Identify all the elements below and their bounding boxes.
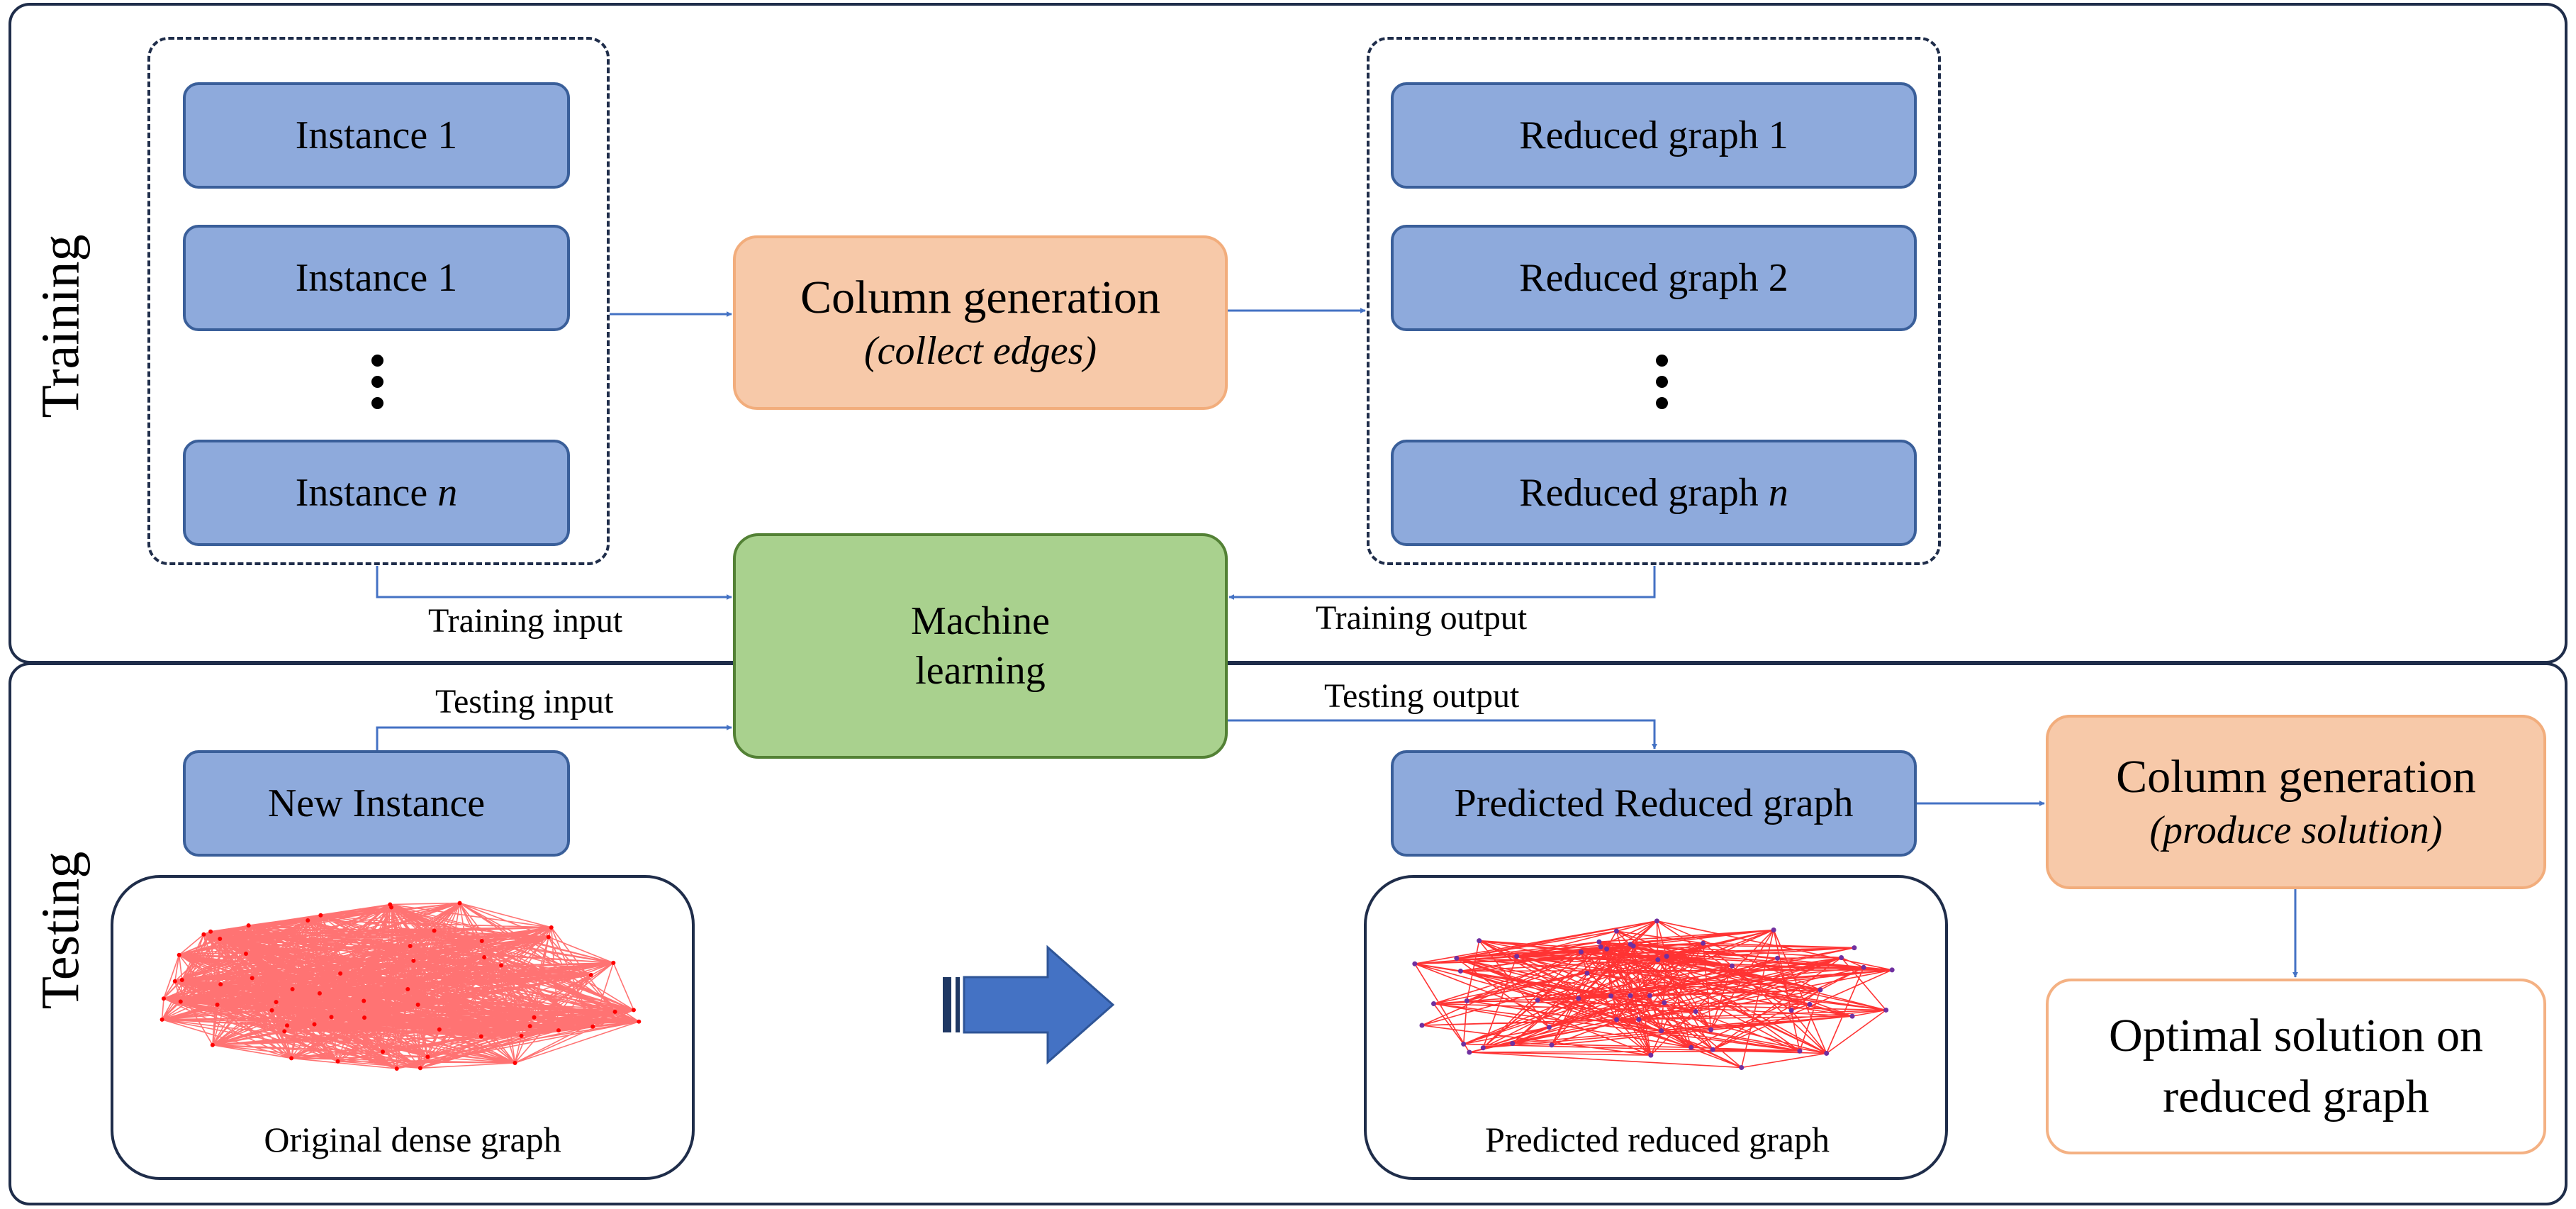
reduced-graph-label: Reduced graph 1 [1519, 113, 1788, 157]
instance-n-label: Instance n [295, 471, 458, 515]
arrow-testing-output [1228, 719, 1657, 750]
reduced-graph-box: Reduced graph 1 [1391, 82, 1917, 189]
column-generation-title: Column generation [2116, 751, 2476, 803]
instance-box: Instance 1 [183, 225, 570, 331]
predicted-graph-box [1364, 875, 1948, 1180]
optimal-solution-box: Optimal solution on reduced graph [2046, 979, 2546, 1154]
reduced-graphs-group [1367, 37, 1941, 565]
machine-learning-line1: Machine [911, 599, 1050, 643]
reduced-graph-n-label: Reduced graph n [1519, 471, 1788, 515]
column-generation-produce-box: Column generation (produce solution) [2046, 715, 2546, 889]
optimal-solution-line2: reduced graph [2163, 1071, 2429, 1122]
column-generation-title: Column generation [800, 272, 1160, 324]
training-input-label: Training input [428, 602, 623, 640]
original-dense-graph-drawing [159, 901, 642, 1071]
predicted-reduced-graph-box: Predicted Reduced graph [1391, 750, 1917, 857]
instance-label: Instance 1 [295, 256, 458, 300]
testing-input-label: Testing input [435, 683, 614, 720]
column-generation-collect-box: Column generation (collect edges) [733, 235, 1228, 410]
machine-learning-line2: learning [915, 649, 1046, 693]
instance-box: Instance 1 [183, 82, 570, 189]
ellipsis-dots [1656, 355, 1670, 418]
predicted-reduced-graph-drawing [1412, 918, 1895, 1071]
new-instance-box: New Instance [183, 750, 570, 857]
instance-label: Instance 1 [295, 113, 458, 157]
reduced-graph-box: Reduced graph 2 [1391, 225, 1917, 331]
big-right-arrow-icon [943, 945, 1115, 1065]
reduced-graph-n-box: Reduced graph n [1391, 440, 1917, 546]
training-output-label: Training output [1316, 599, 1528, 637]
column-generation-subtitle: (collect edges) [863, 328, 1097, 373]
arrow-layer [376, 308, 2298, 978]
arrow-training-input [376, 566, 732, 600]
instance-n-box: Instance n [183, 440, 570, 546]
column-generation-subtitle: (produce solution) [2149, 808, 2443, 852]
machine-learning-box: Machine learning [733, 533, 1228, 759]
instances-group [147, 37, 610, 565]
testing-output-label: Testing output [1324, 677, 1520, 715]
ellipsis-dots [371, 355, 386, 418]
reduced-graph-label: Reduced graph 2 [1519, 256, 1788, 300]
arrow-training-output [1228, 566, 1656, 600]
original-graph-box [111, 875, 695, 1180]
arrow-testing-input [376, 725, 732, 750]
predicted-reduced-graph-label: Predicted Reduced graph [1454, 781, 1854, 825]
original-graph-caption: Original dense graph [264, 1120, 561, 1159]
new-instance-label: New Instance [267, 781, 486, 825]
optimal-solution-line1: Optimal solution on [2109, 1010, 2483, 1062]
predicted-graph-caption: Predicted reduced graph [1485, 1120, 1830, 1159]
